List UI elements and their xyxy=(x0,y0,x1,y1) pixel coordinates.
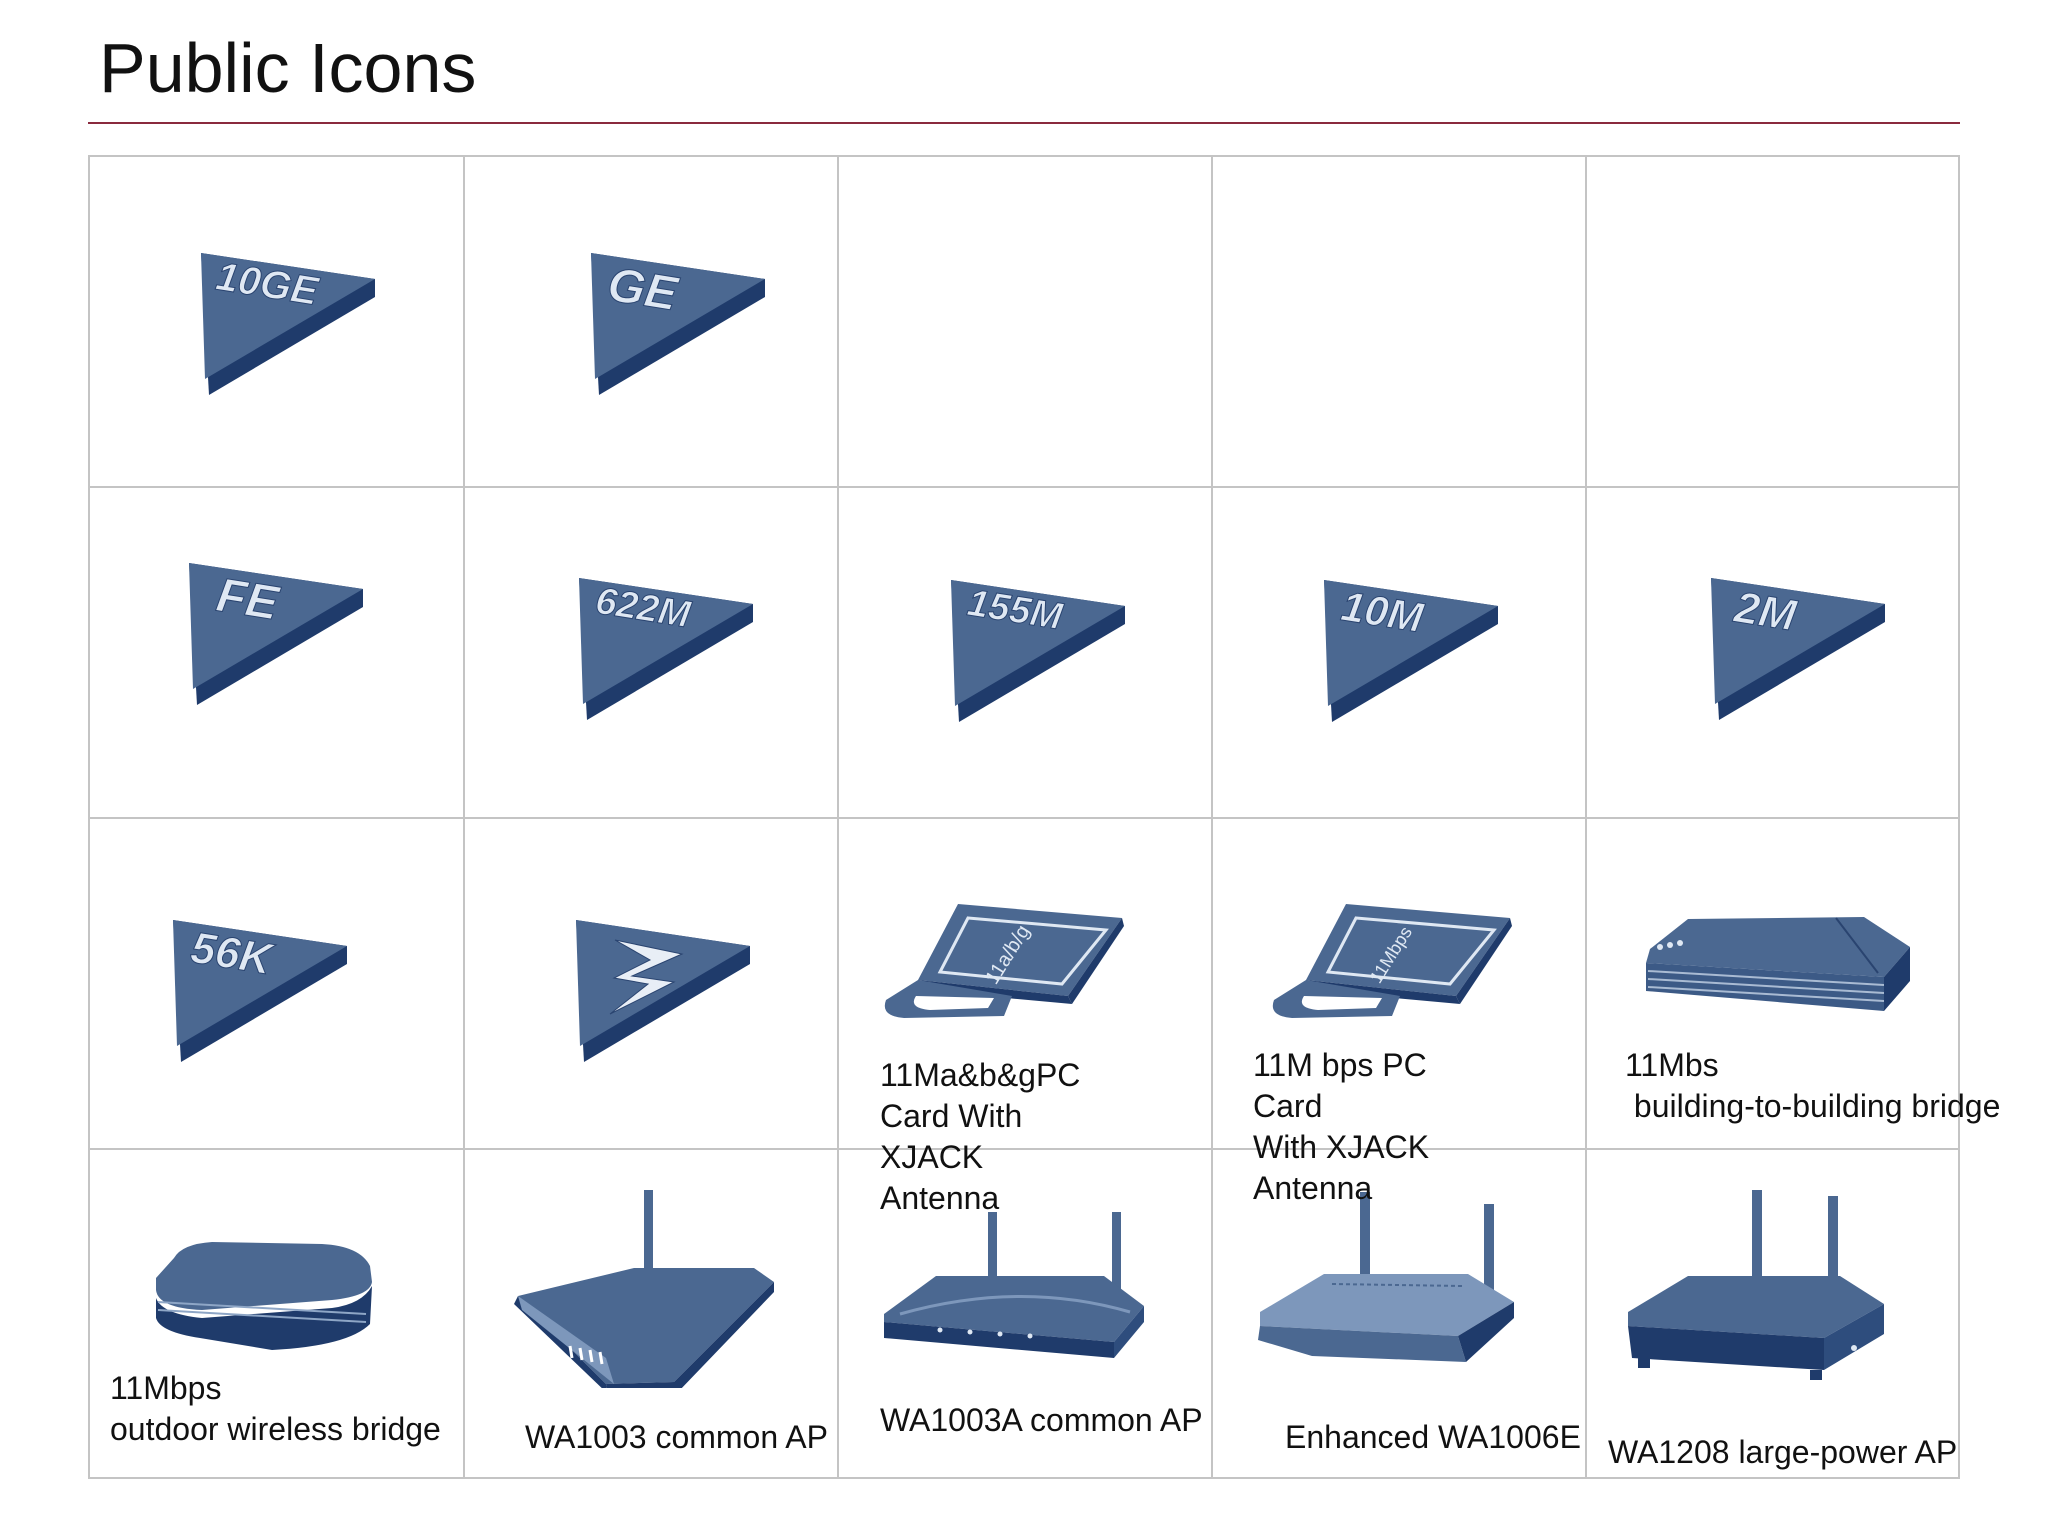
badge-155m-icon: 155M xyxy=(951,580,1125,722)
svg-text:FE: FE xyxy=(213,569,284,631)
badge-2m-icon: 2M xyxy=(1711,578,1885,720)
page-title: Public Icons xyxy=(99,29,477,107)
table-row-divider xyxy=(90,1148,1958,1150)
badge-10m-icon: 10M xyxy=(1324,580,1498,722)
caption-wa1006e: Enhanced WA1006E xyxy=(1285,1419,1581,1455)
badge-622m-icon: 622M xyxy=(579,578,753,720)
badge-ge-icon: GE xyxy=(591,253,765,395)
table-row-divider xyxy=(90,817,1958,819)
wa1003-ap-icon xyxy=(514,1190,774,1388)
wa1006e-ap-icon xyxy=(1258,1192,1514,1362)
caption-building-bridge: 11Mbs building-to-building bridge xyxy=(1625,1047,2001,1124)
caption-wa1003: WA1003 common AP xyxy=(525,1419,828,1455)
svg-text:56K: 56K xyxy=(188,923,279,985)
badge-fe-icon: FE xyxy=(189,563,363,705)
badge-10ge-icon: 10GE xyxy=(201,253,375,395)
building-bridge-icon xyxy=(1646,917,1910,1011)
caption-pc-card-11m: 11M bps PC Card With XJACK Antenna xyxy=(1253,1047,1430,1206)
caption-outdoor-bridge: 11Mbps outdoor wireless bridge xyxy=(110,1370,441,1447)
badge-lightning-icon xyxy=(576,920,750,1062)
pc-card-abg-icon: 11a/b/g xyxy=(884,904,1124,1018)
title-divider xyxy=(88,122,1960,124)
svg-text:2M: 2M xyxy=(1730,583,1800,641)
wa1208-ap-icon xyxy=(1628,1190,1884,1380)
caption-pc-card-abg: 11Ma&b&gPC Card With XJACK Antenna xyxy=(880,1057,1081,1216)
caption-wa1003a: WA1003A common AP xyxy=(880,1402,1203,1438)
caption-wa1208: WA1208 large-power AP xyxy=(1608,1434,1958,1470)
pc-card-11mbps-icon: 11Mbps xyxy=(1272,904,1512,1018)
svg-text:GE: GE xyxy=(604,258,683,322)
table-row-divider xyxy=(90,486,1958,488)
icon-table xyxy=(88,155,1960,1479)
wa1003a-ap-icon xyxy=(884,1212,1144,1358)
outdoor-bridge-icon xyxy=(156,1242,372,1350)
badge-56k-icon: 56K xyxy=(173,920,347,1062)
